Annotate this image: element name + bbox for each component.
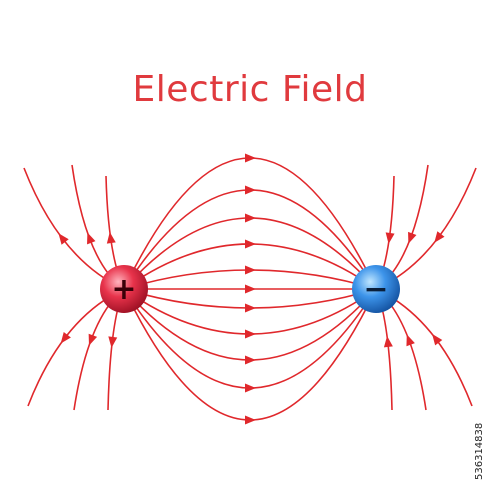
field-line	[123, 189, 377, 290]
field-line	[123, 288, 377, 309]
field-arrow-icon	[383, 335, 393, 348]
field-line	[123, 243, 377, 290]
field-line	[123, 269, 377, 290]
field-arrows	[58, 153, 445, 425]
field-line	[123, 288, 377, 389]
field-arrow-icon	[88, 333, 98, 346]
minus-sign: −	[363, 272, 388, 307]
field-arrow-icon	[245, 185, 256, 195]
field-arrow-icon	[432, 333, 443, 346]
stock-id-label: 536314838	[474, 422, 485, 480]
field-arrow-icon	[245, 213, 256, 223]
field-arrow-icon	[434, 231, 445, 243]
field-arrow-icon	[245, 303, 256, 313]
field-arrow-icon	[385, 232, 395, 244]
field-arrow-icon	[87, 232, 96, 245]
field-arrow-icon	[245, 153, 256, 163]
field-line	[123, 288, 377, 361]
field-arrow-icon	[106, 232, 116, 244]
field-arrow-icon	[245, 329, 256, 339]
diagram-title: Electric Field	[132, 69, 368, 110]
field-arrow-icon	[245, 265, 256, 275]
field-arrow-icon	[245, 284, 256, 294]
field-arrow-icon	[245, 239, 256, 249]
field-arrow-icon	[60, 331, 71, 344]
field-arrow-icon	[245, 355, 256, 365]
field-arrow-icon	[58, 233, 69, 245]
field-arrow-icon	[245, 415, 256, 425]
field-line	[123, 288, 377, 335]
plus-sign: +	[111, 272, 136, 307]
field-arrow-icon	[108, 336, 118, 348]
field-arrow-icon	[245, 383, 256, 393]
field-arrow-icon	[408, 231, 417, 244]
field-line	[123, 217, 377, 290]
negative-charge: −	[352, 265, 400, 313]
positive-charge: +	[100, 265, 148, 313]
field-arrow-icon	[406, 334, 415, 347]
